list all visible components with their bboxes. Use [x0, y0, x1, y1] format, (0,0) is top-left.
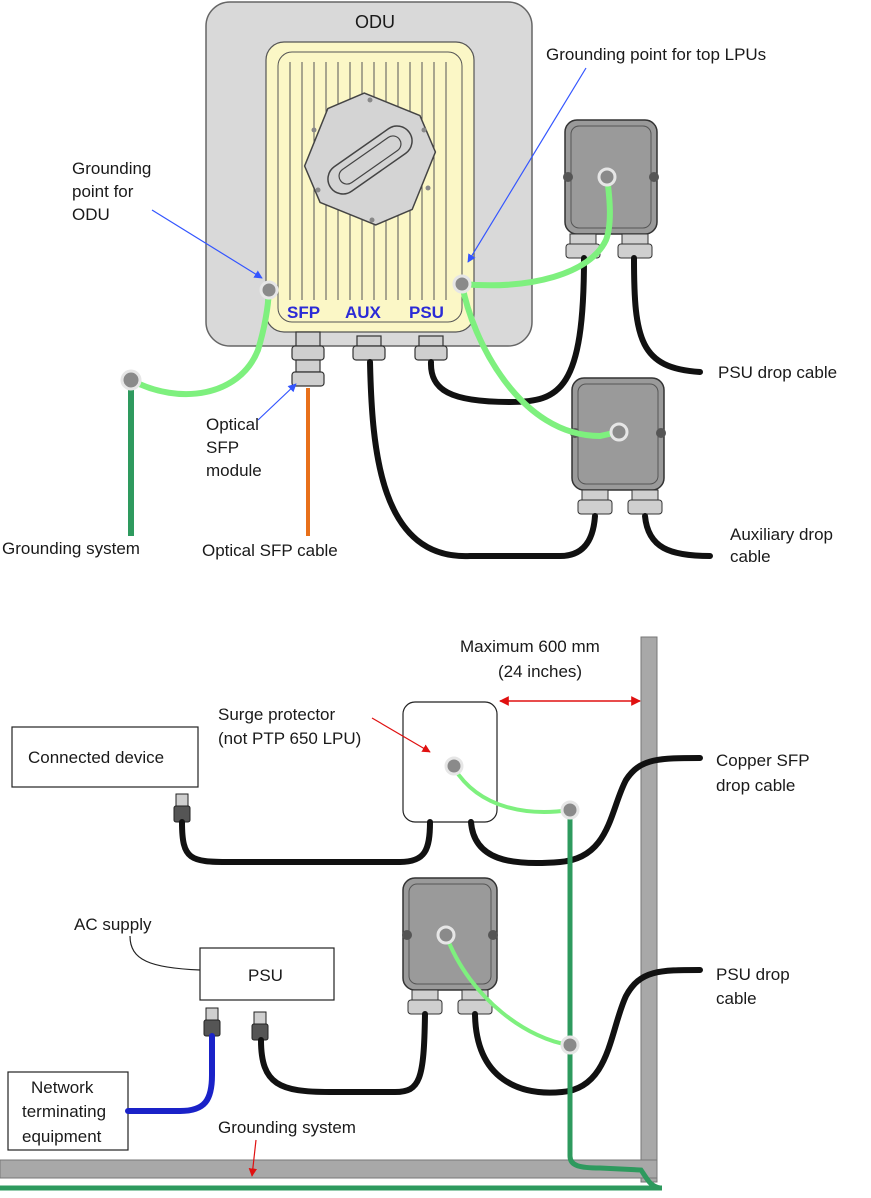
octagon-bolts — [311, 97, 431, 223]
label-grounding-system-top: Grounding system — [2, 539, 140, 558]
label-maximum-2: (24 inches) — [498, 662, 582, 681]
label-maximum-1: Maximum 600 mm — [460, 637, 600, 656]
label-psu-drop-2: cable — [716, 989, 757, 1008]
port-label-psu: PSU — [409, 303, 444, 322]
label-optical-module-2: SFP — [206, 438, 239, 457]
label-grounding-system-bottom: Grounding system — [218, 1118, 356, 1137]
label-grounding-odu-1: Grounding — [72, 159, 151, 178]
label-aux-drop-1: Auxiliary drop — [730, 525, 833, 544]
connected-device-connector — [173, 793, 191, 823]
bottom-ground-points — [436, 756, 580, 1055]
network-equipment-box — [7, 1071, 129, 1151]
octagon-cover — [303, 92, 437, 226]
port-label-aux: AUX — [345, 303, 382, 322]
label-optical-module-1: Optical — [206, 415, 259, 434]
horizontal-beam — [0, 1159, 658, 1179]
connected-device-box — [11, 726, 199, 788]
psu-connectors — [203, 1007, 269, 1041]
label-copper-sfp-2: drop cable — [716, 776, 795, 795]
psu-box — [199, 947, 335, 1001]
vertical-pole — [640, 636, 658, 1183]
label-psu-drop-1: PSU drop — [716, 965, 790, 984]
label-optical-module-3: module — [206, 461, 262, 480]
cover-slot — [327, 125, 413, 195]
arrow-optical-module — [257, 383, 297, 421]
label-grounding-odu-3: ODU — [72, 205, 110, 224]
label-ac-supply: AC supply — [74, 915, 152, 934]
top-ground-points — [120, 167, 629, 442]
ethernet-cable-blue — [125, 1033, 215, 1114]
label-psu-drop-cable: PSU drop cable — [718, 363, 837, 382]
odu-label: ODU — [355, 12, 395, 32]
arrow-surge-protector — [371, 717, 431, 753]
label-grounding-top-lpus: Grounding point for top LPUs — [546, 45, 766, 64]
label-optical-sfp-cable: Optical SFP cable — [202, 541, 338, 560]
top-ground-lines — [128, 174, 621, 440]
aux-lpu-box — [570, 377, 666, 515]
odu-glands — [291, 331, 448, 387]
label-psu-box: PSU — [248, 966, 283, 985]
label-grounding-odu-2: point for — [72, 182, 134, 201]
label-network-3: equipment — [22, 1127, 102, 1146]
label-network-2: terminating — [22, 1102, 106, 1121]
bottom-ground-lines-light — [444, 766, 572, 1047]
label-aux-drop-2: cable — [730, 547, 771, 566]
arrow-grounding-top-lpus — [467, 67, 587, 263]
label-surge-1: Surge protector — [218, 705, 336, 724]
arrow-grounding-odu — [151, 209, 263, 279]
arrow-grounding-system-bottom — [248, 1139, 258, 1177]
label-connected-device: Connected device — [28, 748, 164, 767]
label-network-1: Network — [31, 1078, 94, 1097]
bottom-ground-line-dark — [567, 810, 661, 1191]
bottom-black-cables — [179, 755, 703, 1096]
port-label-sfp: SFP — [287, 303, 320, 322]
label-copper-sfp-1: Copper SFP — [716, 751, 810, 770]
label-surge-2: (not PTP 650 LPU) — [218, 729, 361, 748]
ac-supply-lead — [129, 935, 201, 971]
